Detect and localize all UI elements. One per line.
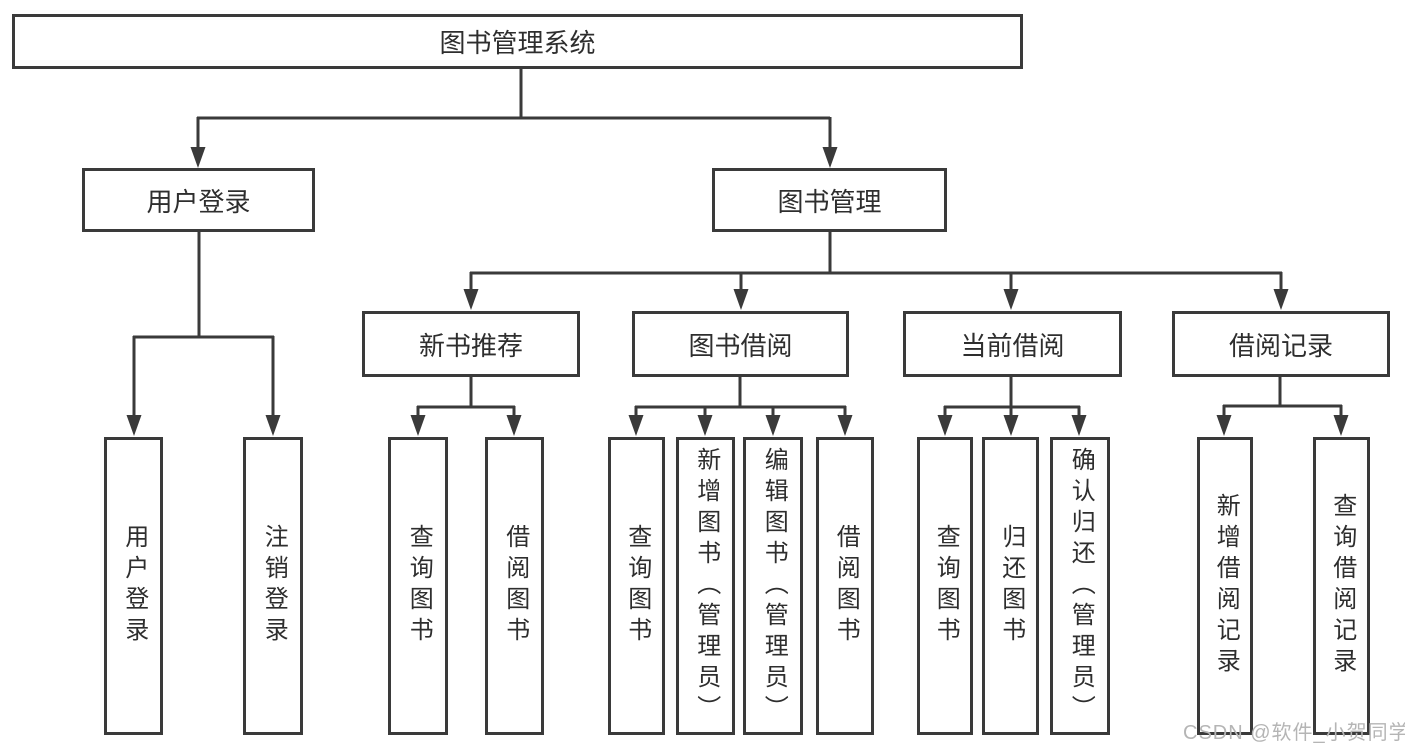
node-new-book-recommend: 新书推荐 [362,311,580,377]
leaf-label: 查询借阅记录 [1328,493,1356,679]
arrow-down-icon [1071,415,1087,436]
node-book-borrow: 图书借阅 [632,311,849,377]
node-library-management-system: 图书管理系统 [12,14,1023,69]
leaf-label: 用户登录 [120,524,148,648]
node-label: 新书推荐 [418,330,523,361]
leaf-label: 借阅图书 [501,524,529,648]
leaf-label: 查询图书 [623,524,651,648]
leaf-query-books-current: 查询图书 [917,437,973,735]
arrow-down-icon [1333,415,1349,436]
leaf-borrow-books-recommend: 借阅图书 [485,437,544,735]
leaf-return-books: 归还图书 [982,437,1039,735]
arrow-down-icon [126,415,142,436]
arrow-down-icon [410,415,426,436]
leaf-label: 借阅图书 [832,524,860,648]
leaf-logout-login: 注销登录 [243,437,303,735]
arrow-down-icon [733,289,749,310]
node-user-login: 用户登录 [82,168,315,232]
leaf-user-login: 用户登录 [104,437,163,735]
leaf-add-borrow-record: 新增借阅记录 [1197,437,1253,735]
arrow-down-icon [506,415,522,436]
leaf-label: 编辑图书（管理员） [760,446,788,726]
arrow-down-icon [463,289,479,310]
arrow-down-icon [628,415,644,436]
node-book-management: 图书管理 [712,168,947,232]
arrow-down-icon [190,147,206,168]
leaf-label: 新增借阅记录 [1212,493,1240,679]
csdn-watermark: CSDN @软件_小贺同学 [1183,722,1405,744]
node-label: 图书借阅 [688,330,793,361]
arrow-down-icon [697,415,713,436]
node-label: 图书管理 [777,186,882,217]
arrow-down-icon [1003,289,1019,310]
arrow-down-icon [1003,415,1019,436]
arrow-down-icon [822,147,838,168]
leaf-query-books-borrow: 查询图书 [608,437,665,735]
arrow-down-icon [837,415,853,436]
arrow-down-icon [765,415,781,436]
arrow-down-icon [1216,415,1232,436]
arrow-down-icon [1273,289,1289,310]
leaf-label: 确认归还（管理员） [1067,446,1095,726]
node-label: 图书管理系统 [439,28,596,58]
leaf-query-books-recommend: 查询图书 [388,437,448,735]
leaf-query-borrow-record: 查询借阅记录 [1313,437,1370,735]
node-label: 用户登录 [146,186,251,217]
leaf-confirm-return-admin: 确认归还（管理员） [1050,437,1110,735]
arrow-down-icon [265,415,281,436]
node-current-borrow: 当前借阅 [903,311,1122,377]
leaf-label: 注销登录 [260,524,288,648]
leaf-label: 新增图书（管理员） [692,446,720,726]
leaf-label: 查询图书 [405,524,433,648]
leaf-label: 查询图书 [932,524,960,648]
node-label: 借阅记录 [1228,330,1333,361]
leaf-add-books-admin: 新增图书（管理员） [676,437,735,735]
leaf-borrow-books: 借阅图书 [816,437,874,735]
leaf-label: 归还图书 [997,524,1025,648]
node-label: 当前借阅 [960,330,1065,361]
leaf-edit-books-admin: 编辑图书（管理员） [743,437,803,735]
arrow-down-icon [937,415,953,436]
node-borrow-records: 借阅记录 [1172,311,1390,377]
